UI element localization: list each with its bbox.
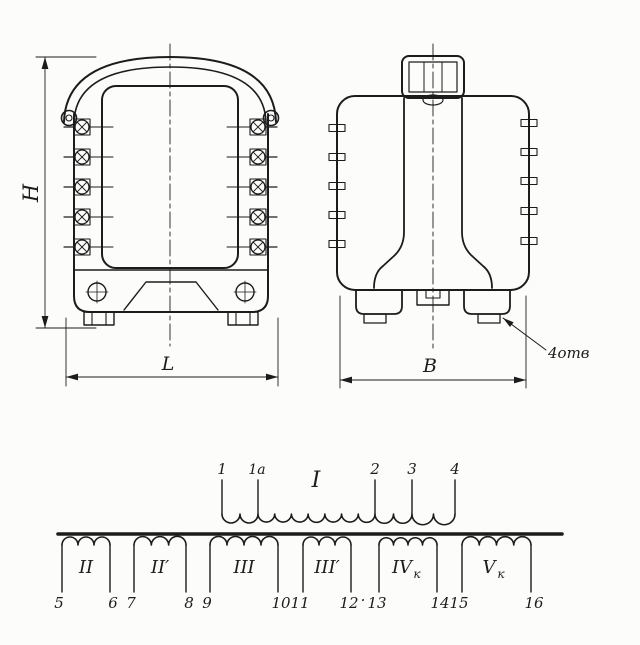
foot-left-tab [91,311,107,326]
winding-label: II [78,557,94,578]
winding-schematic: 1 1а 2 3 4 I II 5 6 II′ 7 8 [54,460,564,612]
base-trapezoid-cutout [123,281,219,311]
terminal-bolt [226,118,278,136]
terminal-block-inner [408,61,458,93]
terminal-bolt [63,178,114,196]
winding-ii: II 5 6 [54,536,118,612]
winding-v-k: V к 15 16 [449,535,544,612]
winding-loops [378,537,438,546]
terminal-number: 7 [126,594,136,612]
winding-label: II′ [150,557,169,578]
strap-outer [63,56,277,123]
arrowhead [66,373,78,381]
winding-iv-k: IV к 13 14 [367,537,450,612]
coil-column-right [461,97,493,289]
leader-arrowhead [503,318,514,327]
dim-l-label: L [161,353,175,375]
terminal-number: 12 [339,594,358,612]
winding-loops [302,536,352,546]
winding-ii-prime: II′ 7 8 [126,535,194,612]
winding-label: IV [391,557,414,578]
shell-side-outline [336,95,530,291]
terminal-bolt [226,178,278,196]
foot-left [83,311,115,326]
winding-loops [61,536,111,546]
winding-label-subscript: к [497,567,505,581]
side-foot-left [355,289,403,315]
winding-iii: III 9 10 [202,535,291,612]
core-window [101,85,239,269]
center-bracket-inner [425,289,441,299]
terminal-bolt [226,238,278,256]
shell-outline [73,113,269,313]
arrowhead [340,376,352,384]
arrowhead [514,376,526,384]
terminal-number: 11 [290,594,309,612]
winding-iii-prime: III′ 11 12 [290,536,359,612]
terminal-number: 10 [271,594,291,612]
primary-terminal-number: 1 [217,460,227,478]
winding-label: III [232,557,255,578]
separator-dot: · [361,591,366,609]
arrowhead [266,373,278,381]
dim-h-label: H [19,183,43,203]
strap-loop-left-hole [65,114,73,122]
foot-right-tab [235,311,251,326]
dimension-h [35,56,97,329]
terminal-bolt [63,208,114,226]
terminal-number: 16 [524,594,544,612]
primary-winding-loops [221,513,456,526]
winding-loops [133,535,187,546]
terminal-number: 15 [449,594,468,612]
foot-right [227,311,259,326]
primary-terminal-number: 1а [248,462,265,478]
coil-column-left [373,97,405,289]
dim-b-label: B [422,355,437,377]
holes-note: 4отв [547,344,590,362]
primary-terminal-number: 4 [449,460,460,478]
terminal-number: 9 [202,594,212,612]
winding-label: V [483,557,498,578]
front-view: H L [19,43,280,387]
center-bracket-outer [416,289,450,306]
side-foot-right [463,289,511,315]
primary-winding-label: I [311,468,322,493]
terminal-block-outer [401,55,465,99]
winding-label: III′ [313,557,339,578]
terminal-bolt [226,208,278,226]
terminal-number: 8 [184,594,194,612]
primary-terminal-number: 2 [369,460,380,478]
primary-terminal-number: 3 [407,460,417,478]
winding-loops [461,535,532,546]
strap-loop-left [60,109,78,127]
strap-loop-right [262,109,280,127]
arrowhead [41,316,49,328]
terminal-bolt [63,148,114,166]
terminal-number: 6 [108,594,118,612]
dimension-l [65,317,279,387]
terminal-number: 14 [430,594,449,612]
winding-label-subscript: к [413,567,421,581]
terminal-bolt [63,238,114,256]
terminal-bolt [226,148,278,166]
strap-inner [73,66,267,123]
dimension-b [339,295,527,389]
terminal-bolt [63,118,114,136]
side-foot-right-tab [477,313,501,324]
side-view: B 4отв [328,43,590,389]
terminal-number: 13 [367,594,386,612]
winding-loops [209,535,279,546]
side-foot-left-tab [363,313,387,324]
arrowhead [41,57,49,69]
terminal-number: 5 [54,594,64,612]
